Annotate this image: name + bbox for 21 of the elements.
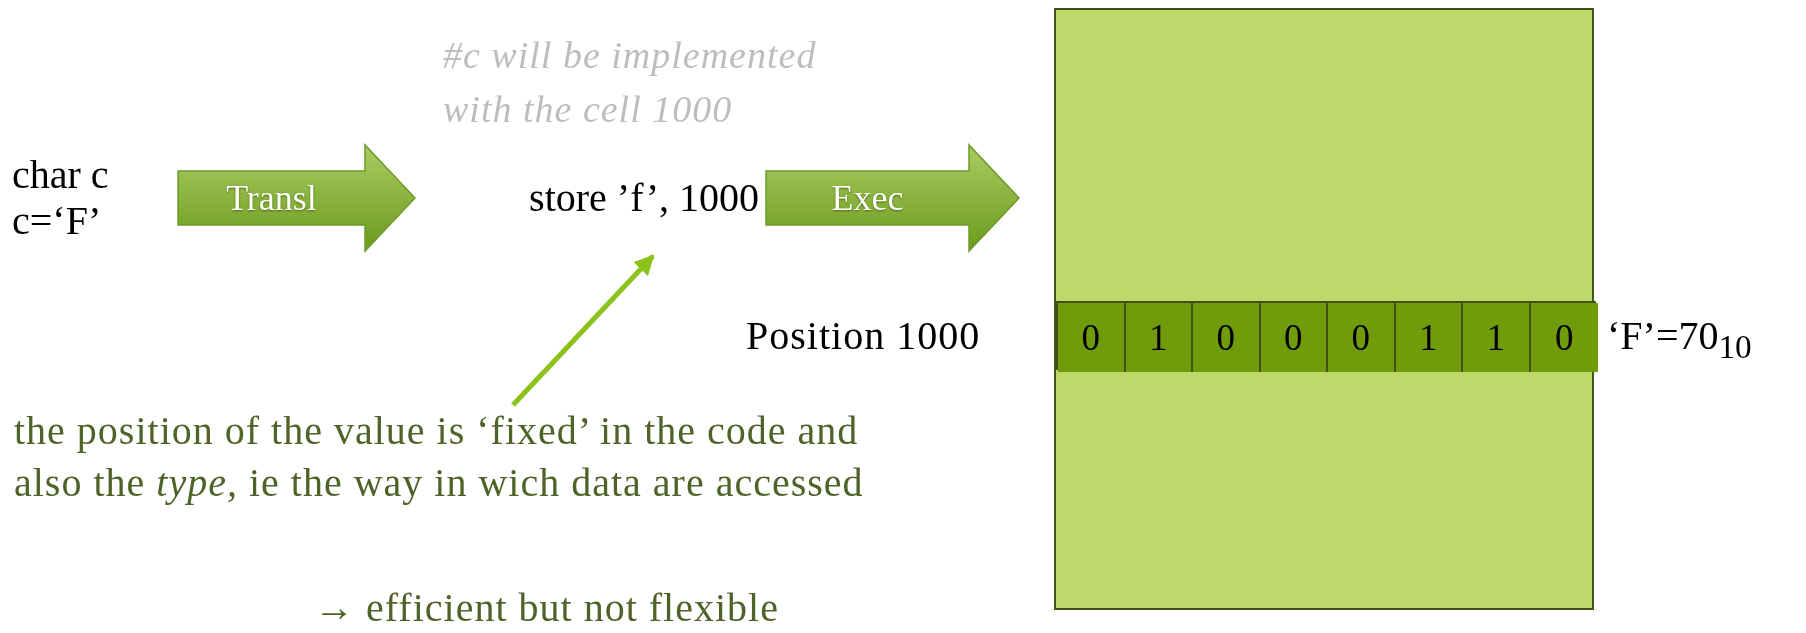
bit-cell: 1 — [1463, 303, 1531, 372]
leader-line — [511, 254, 655, 407]
bit-cell: 0 — [1328, 303, 1396, 372]
annotation-text: #c will be implemented with the cell 1000 — [443, 33, 818, 132]
conclusion-text: → efficient but not flexible — [314, 584, 779, 632]
bit-cell: 1 — [1395, 303, 1463, 372]
bit-cell: 0 — [1193, 303, 1261, 372]
bit-cell: 0 — [1058, 303, 1126, 372]
instruction-text: store ’f’, 1000 — [528, 175, 760, 221]
memory-cell-row — [1056, 301, 1596, 370]
note-text: the position of the value is ‘fixed’ in the code and also the type, ie the way in wich data are accessed — [14, 407, 864, 507]
bit-cell: 0 — [1260, 303, 1328, 372]
bit-cell: 1 — [1125, 303, 1193, 372]
value-label: ‘F’=70$_{10}$ — [1607, 313, 1752, 367]
block-arrow — [765, 143, 1021, 253]
row-label: Position 1000 — [746, 313, 981, 359]
code-text: char c c=‘F’ — [11, 152, 110, 244]
edge-label: Transl — [226, 180, 317, 216]
edge-label: Exec — [831, 180, 904, 216]
block-arrow — [177, 143, 417, 253]
bit-cell: 0 — [1530, 303, 1598, 372]
